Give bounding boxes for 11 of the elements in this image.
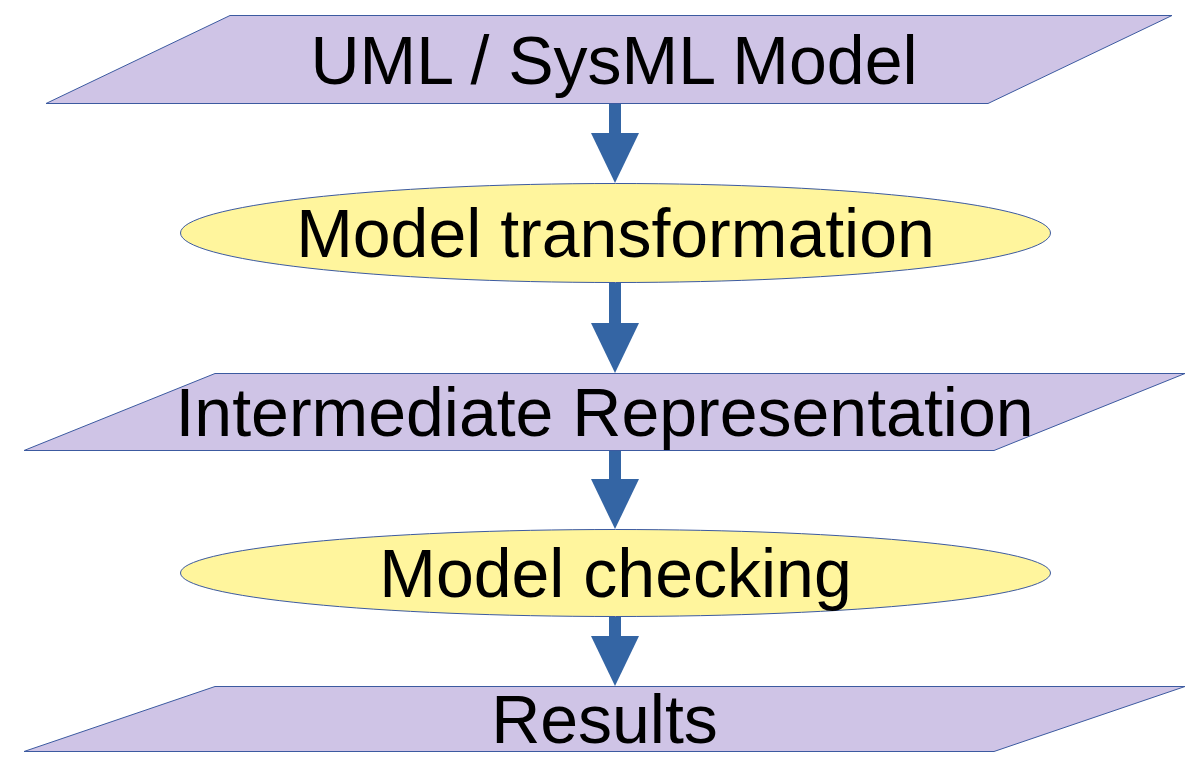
arrow (591, 617, 639, 686)
arrow (591, 104, 639, 183)
node-label: Model transformation (296, 199, 935, 267)
arrow (591, 451, 639, 529)
node-label: Results (491, 685, 718, 753)
process-ellipse (180, 183, 1051, 283)
data-parallelogram (24, 373, 1185, 451)
data-parallelogram (46, 15, 1172, 104)
data-parallelogram (24, 686, 1185, 752)
arrow (591, 283, 639, 373)
process-ellipse (180, 529, 1051, 617)
